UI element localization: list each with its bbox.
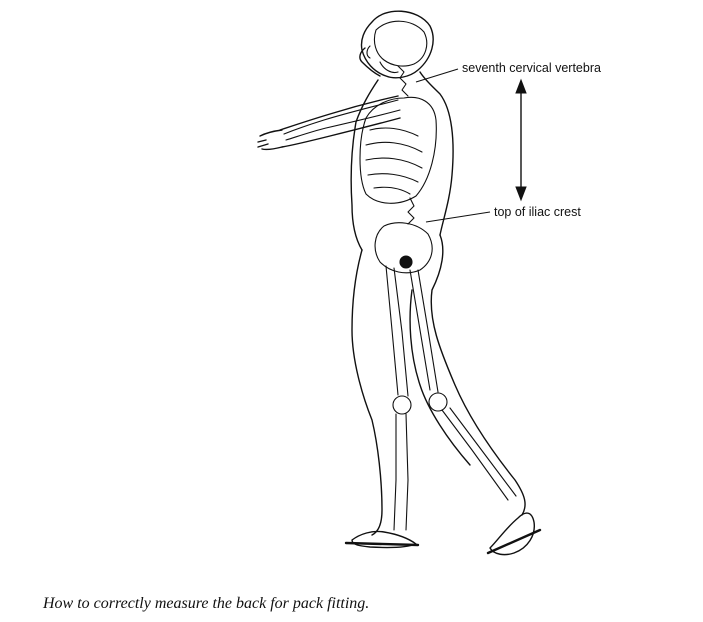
- anatomy-illustration: [257, 10, 542, 556]
- c7-leader-line: [415, 68, 459, 83]
- label-top-of-iliac-crest: top of iliac crest: [494, 205, 581, 219]
- skeleton: [283, 20, 517, 531]
- body-outline: [257, 10, 542, 556]
- figure-caption: How to correctly measure the back for pa…: [43, 595, 370, 612]
- iliac-leader-line: [425, 211, 491, 223]
- double-arrow-icon: [515, 78, 527, 202]
- label-seventh-cervical-vertebra: seventh cervical vertebra: [462, 61, 601, 75]
